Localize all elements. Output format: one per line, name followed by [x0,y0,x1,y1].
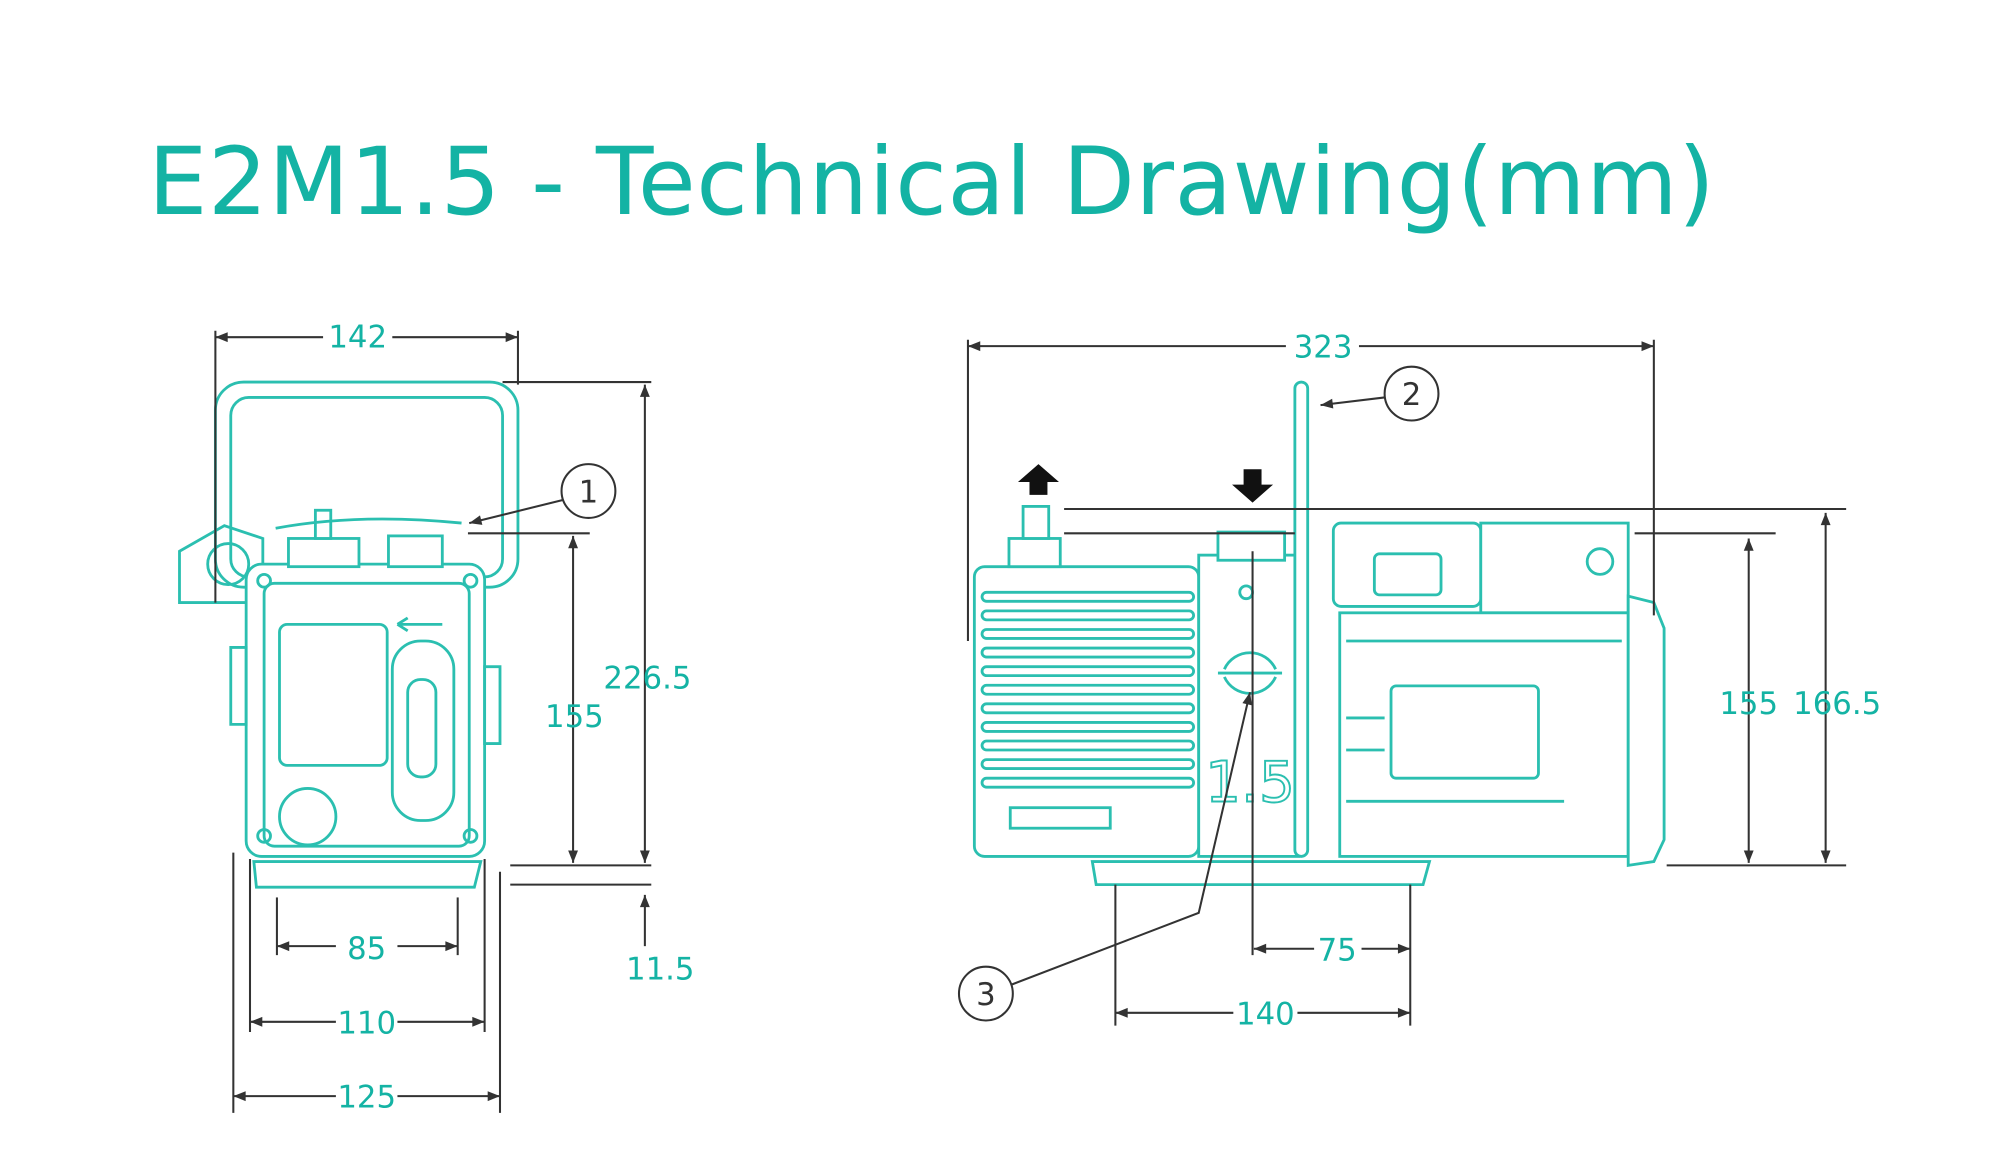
front-view: 142 226.5 155 11.5 85 110 125 1 [178,319,694,1116]
dim-height-inlet: 166.5 [1793,686,1881,722]
cooling-fin [980,665,1195,678]
dim-overall-width: 142 [328,319,387,355]
dim-base-width: 125 [337,1080,396,1116]
outlet-arrow-icon [1017,464,1059,495]
cooling-fin [980,590,1195,603]
cooling-fin [980,758,1195,771]
pump-front-outline [178,380,520,889]
dim-inlet-height: 155 [545,699,604,735]
cooling-fin [980,628,1195,640]
pump-side-outline: 1.5 [972,380,1666,887]
cooling-fin [980,683,1195,696]
cooling-fin [980,702,1195,715]
callout-3: 3 [957,692,1253,1022]
callout-1: 1 [468,463,617,525]
callout-2: 2 [1320,365,1440,422]
dim-overall-height: 226.5 [603,660,691,696]
front-dimension-lines [214,330,652,1113]
cooling-fin [980,646,1195,659]
dim-overall-length: 323 [1294,330,1353,366]
dim-foot-spacing: 140 [1236,996,1295,1032]
page-title: E2M1.5 - Technical Drawing(mm) [148,128,1716,237]
cooling-fin [980,721,1195,733]
dim-foot-spacing-outer: 110 [337,1005,396,1041]
svg-text:1: 1 [579,475,599,511]
cooling-fin [980,776,1195,789]
side-dimension-lines [966,339,1847,1026]
dim-foot-offset: 75 [1318,932,1357,968]
inlet-arrow-icon [1232,469,1274,503]
dim-foot-spacing-inner: 85 [347,931,386,967]
svg-text:2: 2 [1402,377,1422,413]
cooling-fin [980,739,1195,752]
dim-foot-height: 11.5 [626,951,694,987]
svg-text:3: 3 [976,977,996,1013]
side-view: 1.5 [957,330,1881,1032]
dim-height-outlet: 155 [1719,686,1778,722]
cooling-fin [980,609,1195,622]
nameplate-model: 1.5 [1205,750,1295,815]
